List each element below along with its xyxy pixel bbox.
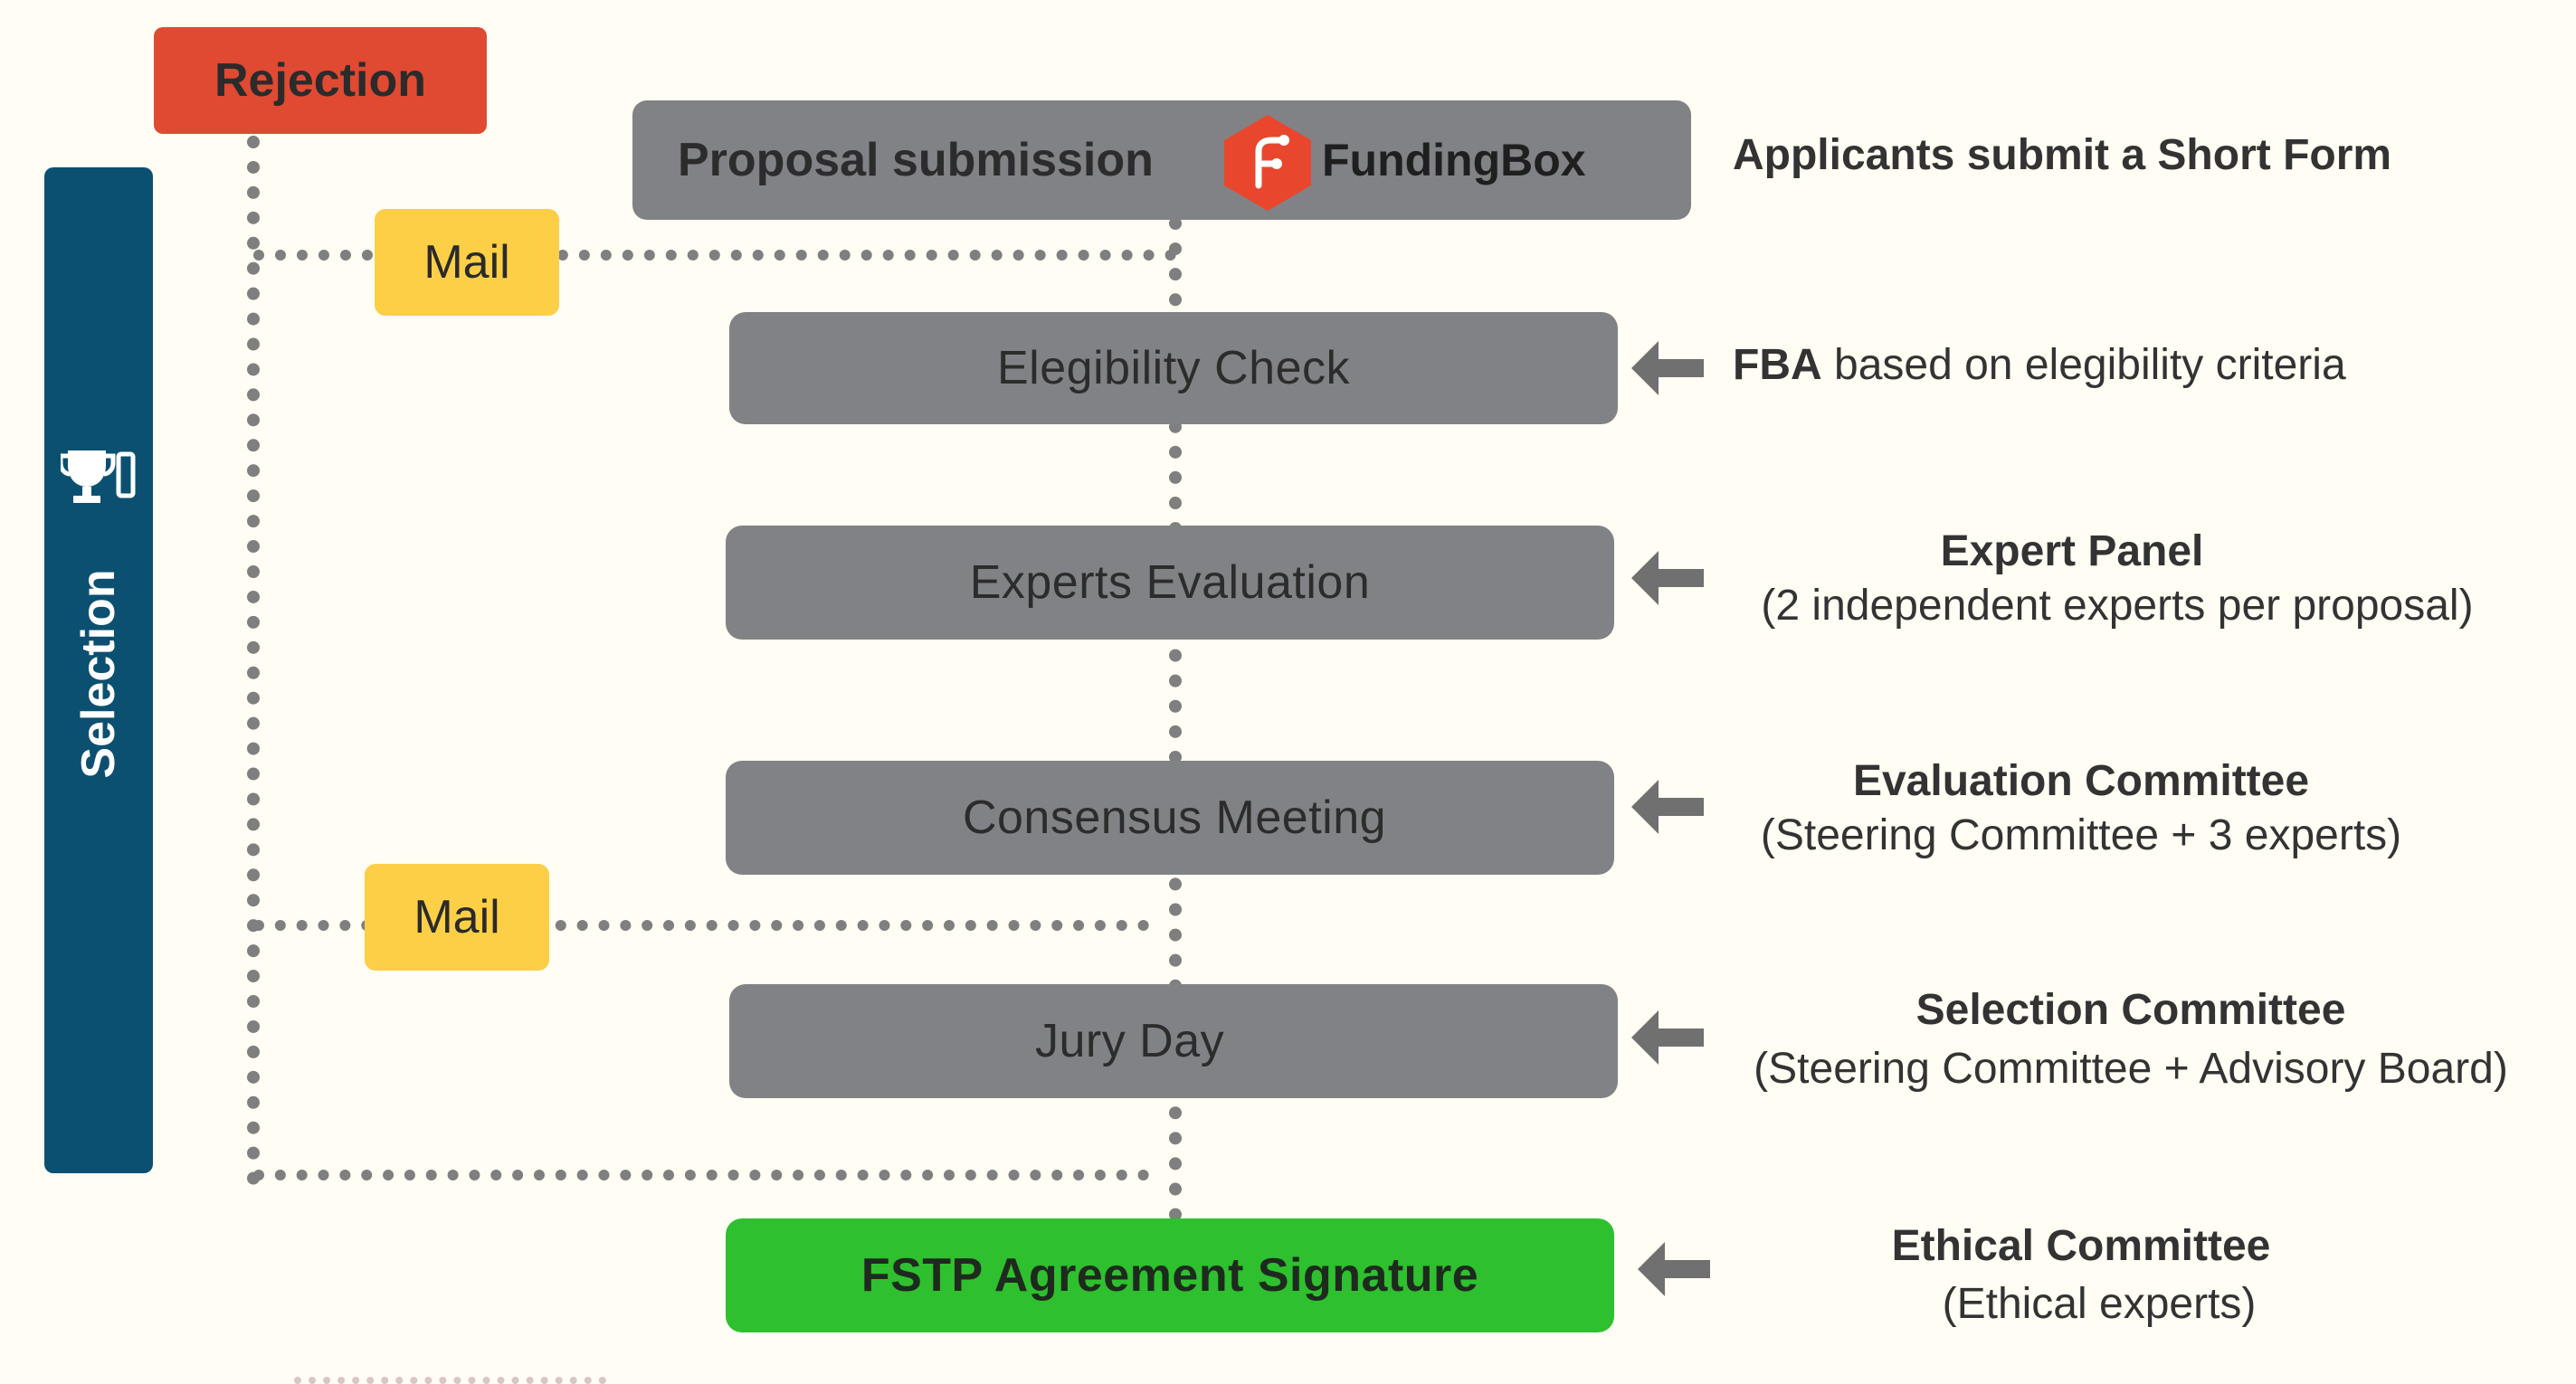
trophy-icon xyxy=(58,443,137,507)
agreement-description: Ethical Committee (Ethical experts) xyxy=(1810,1218,2353,1334)
fstp-agreement-box: FSTP Agreement Signature xyxy=(726,1218,1614,1332)
experts-description-sub: (2 independent experts per proposal) xyxy=(1761,582,2474,630)
mail-badge-bottom: Mail xyxy=(365,864,549,971)
mail-badge-top: Mail xyxy=(375,209,559,316)
bottom-faint-dotted-line xyxy=(294,1377,606,1384)
jury-description-sub: (Steering Committee + Advisory Board) xyxy=(1754,1045,2508,1093)
jury-description-title: Selection Committee xyxy=(1915,986,2346,1034)
jury-description: Selection Committee (Steering Committee … xyxy=(1724,981,2538,1099)
main-flow-line xyxy=(1169,217,1182,1221)
experts-evaluation-box: Experts Evaluation xyxy=(726,526,1614,640)
proposal-submission-box: Proposal submission FundingBox xyxy=(632,100,1691,220)
eligibility-description: FBA based on elegibility criteria xyxy=(1733,340,2346,390)
experts-description: Expert Panel (2 independent experts per … xyxy=(1728,525,2506,633)
proposal-label: Proposal submission xyxy=(678,134,1154,186)
jury-day-box: Jury Day xyxy=(729,984,1618,1098)
arrow-left-icon xyxy=(1638,1242,1712,1301)
eligibility-description-rest: based on elegibility criteria xyxy=(1821,341,2346,389)
agreement-description-title: Ethical Committee xyxy=(1891,1222,2271,1270)
fundingbox-logo-icon xyxy=(1221,113,1315,213)
arrow-left-icon xyxy=(1631,341,1706,400)
arrow-left-icon xyxy=(1631,780,1706,839)
rejection-connector-bottom xyxy=(253,1170,1149,1180)
consensus-meeting-box: Consensus Meeting xyxy=(726,761,1614,875)
selection-sidebar: Selection xyxy=(44,167,153,1173)
consensus-description-sub: (Steering Committee + 3 experts) xyxy=(1760,811,2402,859)
sidebar-label: Selection xyxy=(72,569,125,779)
arrow-left-icon xyxy=(1631,551,1706,610)
proposal-description: Applicants submit a Short Form xyxy=(1733,131,2392,179)
eligibility-check-box: Elegibility Check xyxy=(729,312,1618,424)
consensus-description: Evaluation Committee (Steering Committee… xyxy=(1728,754,2434,863)
fundingbox-logo-text: FundingBox xyxy=(1322,135,1586,185)
experts-description-title: Expert Panel xyxy=(1940,527,2204,575)
consensus-description-title: Evaluation Committee xyxy=(1852,757,2310,805)
rejection-box: Rejection xyxy=(154,27,487,134)
eligibility-description-bold: FBA xyxy=(1733,341,1822,389)
agreement-description-sub: (Ethical experts) xyxy=(1942,1280,2257,1328)
rejection-vertical-line xyxy=(247,136,260,1185)
arrow-left-icon xyxy=(1631,1010,1706,1069)
